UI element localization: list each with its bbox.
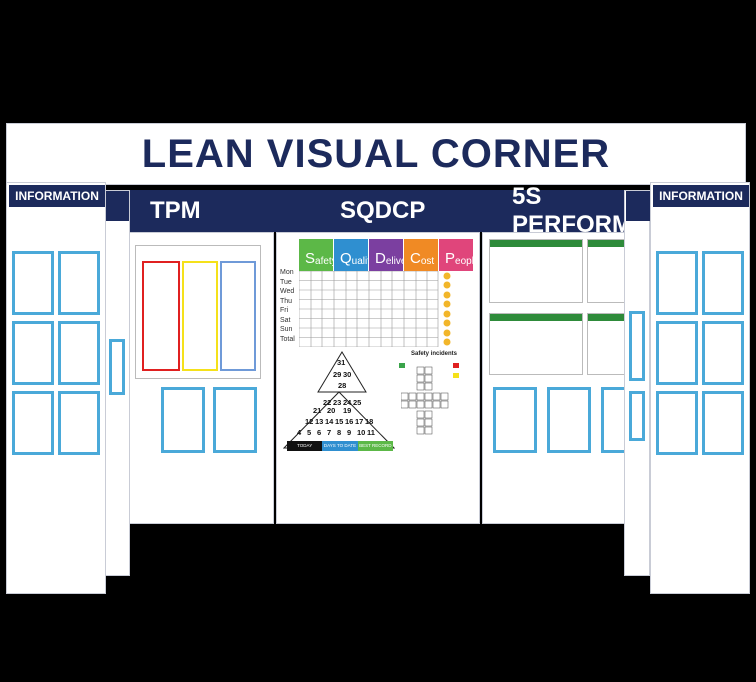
- info-header-left: INFORMATION: [9, 185, 105, 207]
- info-document: [656, 321, 698, 385]
- weekly-score-sheet-2: [587, 313, 627, 375]
- triangle-number: 15: [335, 417, 343, 426]
- days-to-date-bar: DAYS TO DATE: [322, 441, 358, 451]
- triangle-number: 18: [365, 417, 373, 426]
- info-document: [12, 391, 54, 455]
- triangle-number: 22: [323, 398, 331, 407]
- triangle-number: 16: [345, 417, 353, 426]
- tpm-blue-column: [220, 261, 256, 371]
- info-document: [12, 321, 54, 385]
- triangle-number: 23: [333, 398, 341, 407]
- legend-green: [399, 363, 405, 368]
- info-panel-left: INFORMATION: [6, 182, 106, 594]
- triangle-number: 14: [325, 417, 334, 426]
- tpm-document-1: [161, 387, 205, 453]
- weekly-audit-sheet: [489, 239, 583, 303]
- triangle-number: 7: [327, 428, 331, 437]
- triangle-number: 20: [327, 406, 335, 415]
- banner-title: LEAN VISUAL CORNER: [141, 131, 611, 176]
- info-document: [12, 251, 54, 315]
- tpm-board: [135, 245, 261, 379]
- info-document: [702, 251, 744, 315]
- day-label: Sat: [280, 316, 291, 324]
- triangle-number: 5: [307, 428, 311, 437]
- right-side-document-2: [629, 391, 645, 441]
- day-label: Thu: [280, 297, 293, 305]
- triangle-number: 21: [313, 406, 321, 415]
- triangle-number: 13: [315, 417, 323, 426]
- legend-red: [453, 363, 459, 368]
- right-side-document-1: [629, 311, 645, 381]
- section-header-strip: TPM SQDCP 5S PERFORM: [108, 183, 648, 238]
- info-document: [58, 391, 100, 455]
- record-bars: TODAY DAYS TO DATE BEST RECORD: [287, 441, 393, 451]
- info-document: [656, 391, 698, 455]
- safety-triangle-small: 31 29 30 28: [317, 351, 367, 393]
- best-record-bar: BEST RECORD: [357, 441, 393, 451]
- triangle-number: 28: [338, 381, 346, 390]
- triangle-number: 10: [357, 428, 365, 437]
- info-document: [702, 321, 744, 385]
- triangle-number: 29: [333, 370, 341, 379]
- triangle-number: 25: [353, 398, 361, 407]
- triangle-number: 11: [367, 428, 375, 437]
- 5s-document-3: [601, 387, 627, 453]
- triangle-number: 9: [347, 428, 351, 437]
- right-side-header: [626, 191, 650, 221]
- triangle-number: 31: [337, 358, 345, 367]
- tpm-red-column: [142, 261, 180, 371]
- section-title-tpm: TPM: [150, 197, 201, 224]
- right-side-panel: [624, 190, 650, 576]
- day-label: Fri: [280, 307, 289, 314]
- info-document: [702, 391, 744, 455]
- tpm-yellow-column: [182, 261, 218, 371]
- info-document: [58, 251, 100, 315]
- triangle-number: 6: [317, 428, 321, 437]
- triangle-number: 12: [305, 417, 313, 426]
- safety-triangle-large: 22 23 24 25 21 20 19 12 13 14 15 16 17 1…: [283, 391, 395, 449]
- weekly-audit-sheet-2: [587, 239, 627, 303]
- tpm-panel: [128, 232, 274, 524]
- 5s-document-2: [547, 387, 591, 453]
- triangle-number: 30: [343, 370, 351, 379]
- left-side-header: [105, 191, 129, 221]
- today-bar: TODAY: [287, 441, 323, 451]
- tpm-document-2: [213, 387, 257, 453]
- info-document: [656, 251, 698, 315]
- sqdcp-days: Mon Tue Wed Thu Fri Sat Sun Total: [280, 269, 298, 345]
- info-header-right: INFORMATION: [653, 185, 749, 207]
- safety-cross-calendar: [401, 366, 449, 435]
- triangle-number: 17: [355, 417, 363, 426]
- safety-incidents-title: Safety incidents: [411, 351, 458, 357]
- sqdcp-grid: [299, 271, 451, 347]
- section-title-sqdcp: SQDCP: [340, 197, 426, 224]
- left-side-panel: [104, 190, 130, 576]
- legend-yellow: [453, 373, 459, 378]
- lean-visual-corner-banner: LEAN VISUAL CORNER: [6, 123, 746, 185]
- 5s-document-1: [493, 387, 537, 453]
- triangle-number: 24: [343, 398, 352, 407]
- triangle-number: 4: [297, 428, 302, 437]
- info-document: [58, 321, 100, 385]
- left-side-document: [109, 339, 125, 395]
- day-label: Mon: [280, 269, 294, 276]
- day-label: Sun: [280, 326, 293, 333]
- 5s-panel: [482, 232, 628, 524]
- triangle-number: 8: [337, 428, 341, 437]
- day-label: Wed: [280, 288, 295, 295]
- triangle-number: 19: [343, 406, 351, 415]
- day-label: Tue: [280, 278, 292, 286]
- info-panel-right: INFORMATION: [650, 182, 750, 594]
- day-label: Total: [280, 335, 295, 343]
- weekly-score-sheet: [489, 313, 583, 375]
